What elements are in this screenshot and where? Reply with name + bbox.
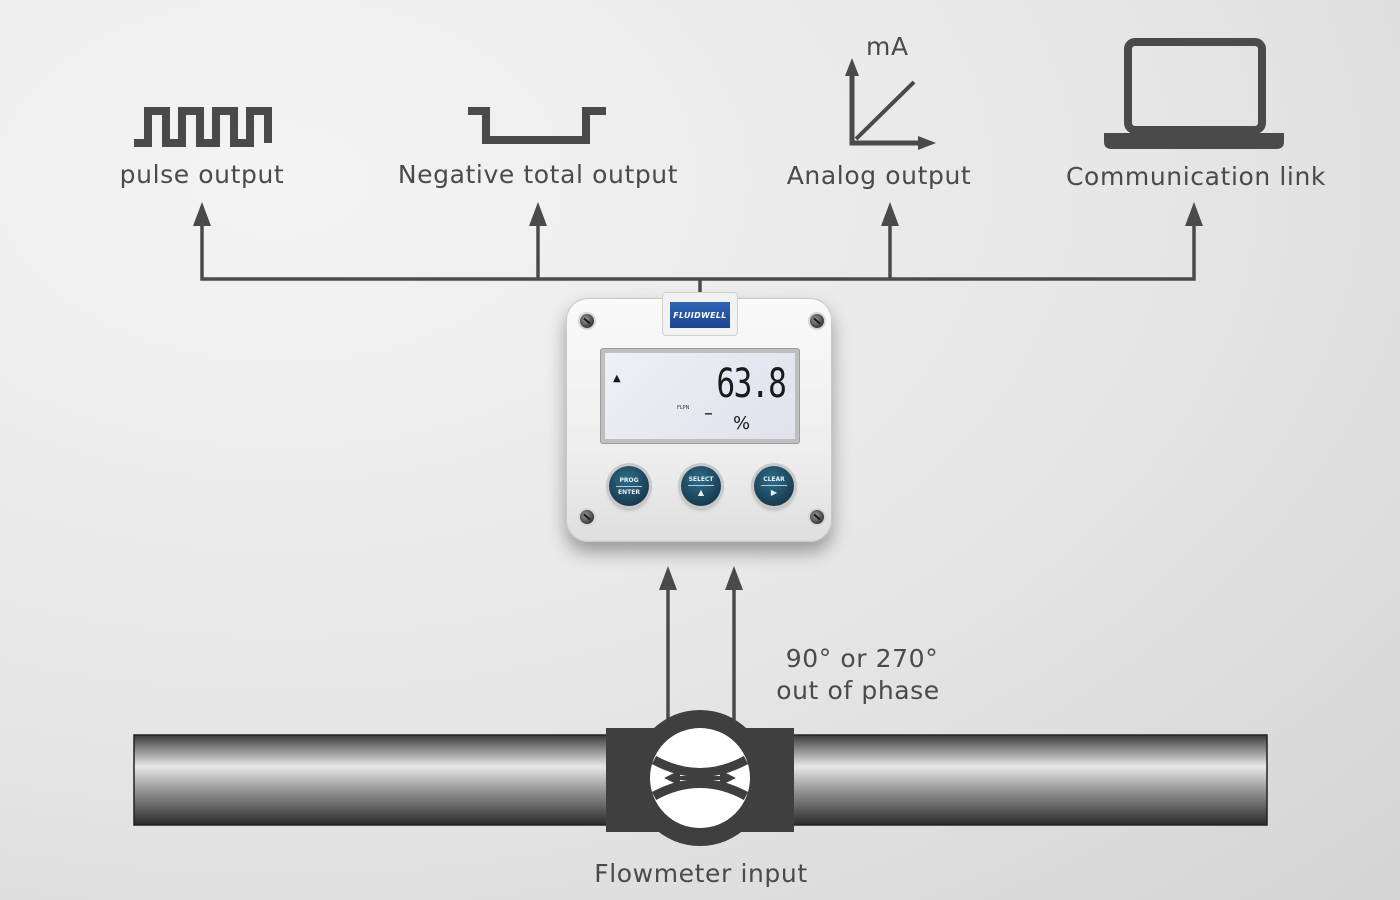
analog-output-label: Analog output <box>786 161 972 190</box>
communication-link-label: Communication link <box>1065 162 1327 191</box>
lcd-frame: ▲ FLPN _ 63.8 % <box>600 348 800 444</box>
select-up-button[interactable]: SELECT ▲ <box>681 466 721 506</box>
laptop-icon <box>1104 38 1284 149</box>
pulse-output-label: pulse output <box>119 160 285 189</box>
output-bus <box>200 222 1196 294</box>
arrow-right-icon <box>720 770 736 786</box>
pipe-right <box>785 734 1268 826</box>
lcd-value: 63.8 <box>716 361 786 407</box>
arrow-up-icon <box>193 202 211 226</box>
lcd-display: ▲ FLPN _ 63.8 % <box>605 353 795 439</box>
brand-badge: FLUIDWELL <box>662 292 738 336</box>
screw-icon <box>810 314 824 328</box>
phase-note-line1: 90° or 270° <box>785 644 939 673</box>
arrow-right-icon <box>918 136 936 150</box>
arrow-up-icon <box>725 566 743 590</box>
output-arrowheads <box>193 202 1203 226</box>
fluidwell-logo: FLUIDWELL <box>670 302 730 328</box>
pipe-left <box>133 734 615 826</box>
arrow-up-icon <box>529 202 547 226</box>
screw-icon <box>580 510 594 524</box>
arrow-left-icon <box>664 770 680 786</box>
negative-pulse-icon <box>468 107 606 144</box>
lcd-dash-indicator: _ <box>705 399 712 415</box>
lcd-small-indicator: FLPN <box>677 405 690 411</box>
select-up-button-top: SELECT <box>688 475 714 483</box>
flow-indicator-device: FLUIDWELL ▲ FLPN _ 63.8 % PROG ENTER SEL… <box>566 292 832 542</box>
lcd-unit: % <box>733 413 751 434</box>
analog-unit-label: mA <box>866 32 909 61</box>
prog-enter-button[interactable]: PROG ENTER <box>609 466 649 506</box>
prog-enter-button-top: PROG <box>619 476 639 484</box>
input-lines <box>666 590 736 720</box>
right-arrow-icon: ▶ <box>770 487 778 497</box>
arrow-up-icon <box>1185 202 1203 226</box>
flowmeter-input-label: Flowmeter input <box>594 859 808 888</box>
arrow-up-icon <box>659 566 677 590</box>
arrow-up-icon <box>845 58 859 76</box>
screw-icon <box>810 510 824 524</box>
negative-total-output-label: Negative total output <box>397 160 679 189</box>
analog-graph-icon <box>849 72 922 146</box>
up-arrow-icon: ▲ <box>697 487 705 497</box>
pulse-wave-icon <box>134 107 272 147</box>
flowmeter-sensor <box>606 710 794 846</box>
screw-icon <box>580 314 594 328</box>
phase-note-line2: out of phase <box>776 676 940 705</box>
clear-right-button-top: CLEAR <box>763 475 785 483</box>
arrow-up-icon <box>881 202 899 226</box>
clear-right-button[interactable]: CLEAR ▶ <box>754 466 794 506</box>
lcd-arrow-icon: ▲ <box>613 373 621 384</box>
prog-enter-button-bottom: ENTER <box>618 488 640 496</box>
